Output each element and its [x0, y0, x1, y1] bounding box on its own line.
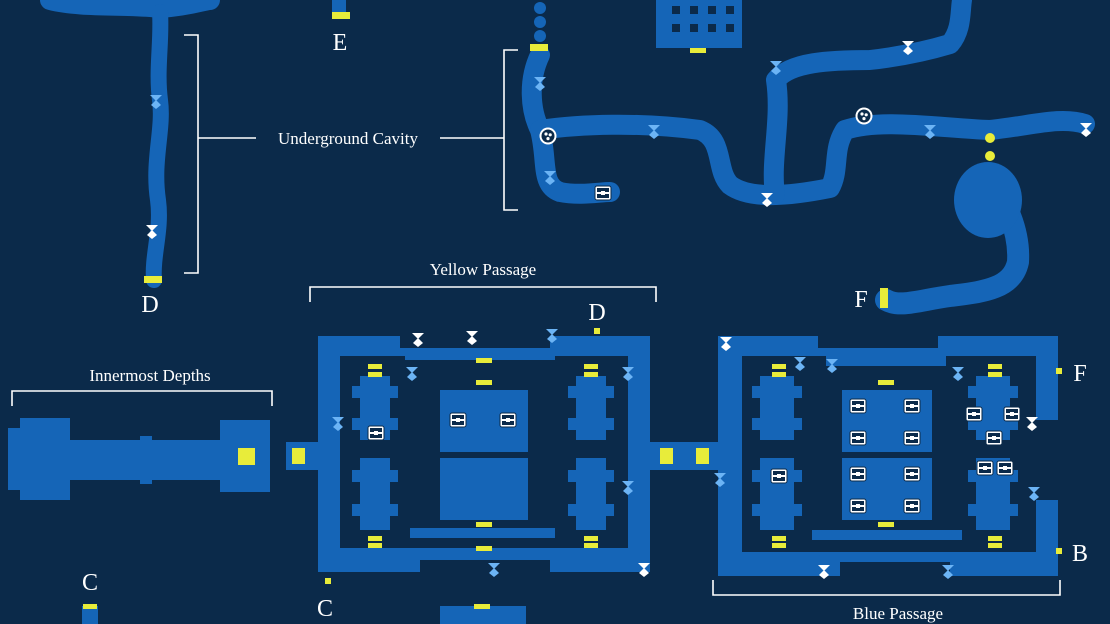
save-point-icon	[855, 107, 873, 125]
treasure-chest-icon	[976, 460, 994, 476]
innermost-depths-room	[8, 418, 270, 500]
treasure-chest-icon	[903, 498, 921, 514]
exit-label-f-left: F	[854, 287, 867, 313]
exit-label-d-top: D	[588, 300, 605, 326]
treasure-chest-icon	[849, 430, 867, 446]
treasure-chest-icon	[996, 460, 1014, 476]
blue-passage-label: Blue Passage	[853, 604, 943, 623]
yellow-passage-room	[286, 328, 686, 624]
area-brackets	[11, 34, 1061, 596]
cave-paths	[40, 0, 1095, 315]
exit-label-c-left: C	[82, 570, 98, 596]
yellow-passage-label: Yellow Passage	[430, 260, 536, 279]
exit-label-e: E	[333, 30, 348, 56]
treasure-chest-icon	[594, 185, 612, 201]
exit-label-f-right: F	[1073, 361, 1086, 387]
treasure-chest-icon	[985, 430, 1003, 446]
treasure-chest-icon	[449, 412, 467, 428]
treasure-chest-icon	[849, 398, 867, 414]
treasure-chest-icon	[770, 468, 788, 484]
treasure-chest-icon	[965, 406, 983, 422]
blue-passage-room	[686, 336, 1062, 576]
treasure-chest-icon	[849, 466, 867, 482]
treasure-chest-icon	[1003, 406, 1021, 422]
underground-cavity-label: Underground Cavity	[278, 129, 418, 148]
exit-label-d-left: D	[141, 292, 158, 318]
treasure-chest-icon	[903, 398, 921, 414]
cave-doors	[144, 12, 995, 308]
treasure-chest-icon	[903, 466, 921, 482]
treasure-chest-icon	[849, 498, 867, 514]
innermost-depths-label: Innermost Depths	[89, 366, 210, 385]
exit-label-b: B	[1072, 541, 1088, 567]
treasure-chest-icon	[499, 412, 517, 428]
treasure-chest-icon	[367, 425, 385, 441]
treasure-chest-icon	[903, 430, 921, 446]
save-point-icon	[539, 127, 557, 145]
exit-label-c-mid: C	[317, 596, 333, 622]
